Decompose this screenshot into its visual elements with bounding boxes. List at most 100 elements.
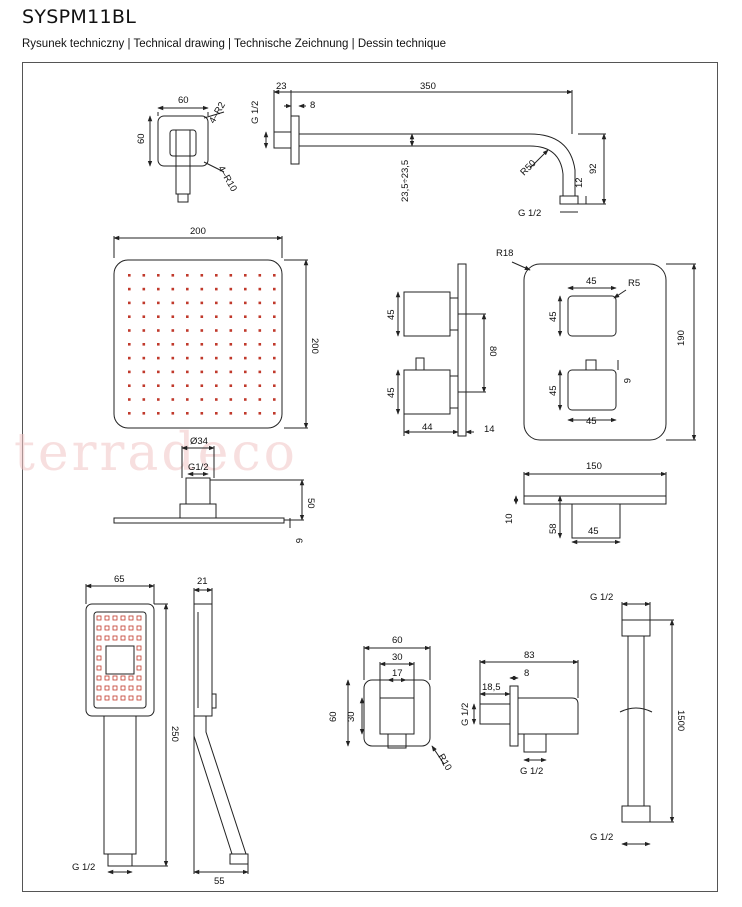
nozzle-dot bbox=[128, 274, 131, 277]
nozzle-dot bbox=[215, 301, 218, 305]
nozzle-dot bbox=[229, 412, 233, 415]
nozzle-dot bbox=[258, 301, 262, 305]
hand-nozzle bbox=[120, 695, 126, 701]
nozzle-dot bbox=[273, 287, 276, 291]
nozzle-dot bbox=[128, 343, 131, 346]
dim-label: G 1/2 bbox=[590, 832, 613, 843]
shower-hose bbox=[619, 601, 675, 847]
dim-label: 14 bbox=[484, 424, 495, 435]
nozzle-dot bbox=[171, 384, 175, 387]
nozzle-dot bbox=[142, 356, 146, 360]
nozzle-dot bbox=[258, 315, 262, 318]
nozzle-dot bbox=[258, 398, 262, 401]
dim-label: R10 bbox=[435, 752, 453, 773]
hand-nozzle bbox=[120, 675, 126, 681]
dim-label: G 1/2 bbox=[460, 703, 471, 726]
dim-label: G 1/2 bbox=[590, 592, 613, 603]
nozzle-dot bbox=[200, 287, 204, 291]
dim-label: 92 bbox=[588, 163, 599, 174]
nozzle-dot bbox=[186, 384, 189, 387]
nozzle-dot bbox=[157, 398, 160, 401]
dim-label: G 1/2 bbox=[72, 862, 95, 873]
dim-label: 4–R2 bbox=[207, 100, 228, 125]
nozzle-dot bbox=[273, 301, 276, 305]
nozzle-dot bbox=[200, 370, 204, 374]
nozzle-dot bbox=[229, 398, 233, 401]
drawing-subtitle: Rysunek techniczny | Technical drawing |… bbox=[22, 38, 447, 50]
hand-nozzle bbox=[112, 635, 118, 641]
nozzle-dot bbox=[258, 370, 262, 374]
nozzle-dot bbox=[157, 356, 160, 360]
nozzle-dot bbox=[244, 384, 247, 387]
dim-label: 45 bbox=[548, 311, 559, 322]
hand-nozzle bbox=[96, 635, 102, 641]
hand-nozzle bbox=[104, 675, 110, 681]
hand-nozzle bbox=[128, 615, 134, 621]
nozzle-dot bbox=[244, 329, 247, 332]
nozzle-dot bbox=[200, 398, 204, 401]
dim-label: 350 bbox=[420, 81, 436, 92]
dim-label: 60 bbox=[328, 711, 339, 722]
nozzle-dot bbox=[244, 343, 247, 346]
nozzle-dot bbox=[128, 301, 131, 305]
nozzle-dot bbox=[171, 274, 175, 277]
dim-label: G 1/2 bbox=[250, 101, 261, 124]
dim-label: 58 bbox=[548, 523, 559, 534]
nozzle-dot bbox=[186, 356, 189, 360]
nozzle-dot bbox=[128, 315, 131, 318]
nozzle-dot bbox=[258, 412, 262, 415]
nozzle-dot bbox=[157, 315, 160, 318]
hand-nozzle bbox=[96, 695, 102, 701]
wall-elbow-side bbox=[471, 659, 579, 763]
nozzle-dot bbox=[273, 343, 276, 346]
dim-label: 30 bbox=[392, 652, 403, 663]
dim-label: 55 bbox=[214, 876, 225, 887]
nozzle-dot bbox=[229, 315, 233, 318]
nozzle-dot bbox=[157, 329, 160, 332]
hand-nozzle bbox=[96, 685, 102, 691]
nozzle-dot bbox=[244, 370, 247, 374]
dim-label: 4–R10 bbox=[215, 164, 239, 194]
hand-nozzle bbox=[96, 655, 102, 661]
dim-label: G 1/2 bbox=[520, 766, 543, 777]
dim-label: 30 bbox=[346, 711, 357, 722]
dim-label: 60 bbox=[392, 635, 403, 646]
product-code: SYSPM11BL bbox=[22, 6, 137, 28]
nozzle-dot bbox=[186, 301, 189, 305]
nozzle-dot bbox=[186, 398, 189, 401]
nozzle-dot bbox=[186, 412, 189, 415]
dim-label: 1500 bbox=[675, 710, 686, 731]
nozzle-dot bbox=[244, 301, 247, 305]
dim-label: 50 bbox=[305, 498, 316, 509]
nozzle-dot bbox=[157, 412, 160, 415]
nozzle-dot bbox=[229, 301, 233, 305]
nozzle-dot bbox=[200, 315, 204, 318]
nozzle-dot bbox=[258, 384, 262, 387]
hand-nozzle bbox=[96, 625, 102, 631]
hand-nozzle bbox=[112, 695, 118, 701]
nozzle-dot bbox=[229, 329, 233, 332]
nozzle-dot bbox=[142, 329, 146, 332]
dim-label: 23 bbox=[276, 81, 287, 92]
nozzle-dot bbox=[157, 274, 160, 277]
hand-nozzle bbox=[128, 685, 134, 691]
nozzle-dot bbox=[215, 343, 218, 346]
dim-label: G 1/2 bbox=[518, 208, 541, 219]
dim-label: R18 bbox=[496, 248, 513, 259]
nozzle-dot bbox=[215, 274, 218, 277]
hand-nozzle bbox=[136, 645, 142, 651]
dim-label: 45 bbox=[588, 526, 599, 537]
dim-label: 6 bbox=[621, 378, 632, 383]
dim-label: 45 bbox=[548, 385, 559, 396]
nozzle-dot bbox=[273, 329, 276, 332]
hand-nozzle bbox=[136, 675, 142, 681]
nozzle-dot bbox=[244, 356, 247, 360]
nozzle-dot bbox=[142, 370, 146, 374]
dim-label: 60 bbox=[178, 95, 189, 106]
nozzle-dot bbox=[229, 384, 233, 387]
wall-outlet-view bbox=[147, 105, 225, 203]
nozzle-dot bbox=[171, 370, 175, 374]
hand-nozzle bbox=[136, 625, 142, 631]
nozzle-dot bbox=[244, 315, 247, 318]
